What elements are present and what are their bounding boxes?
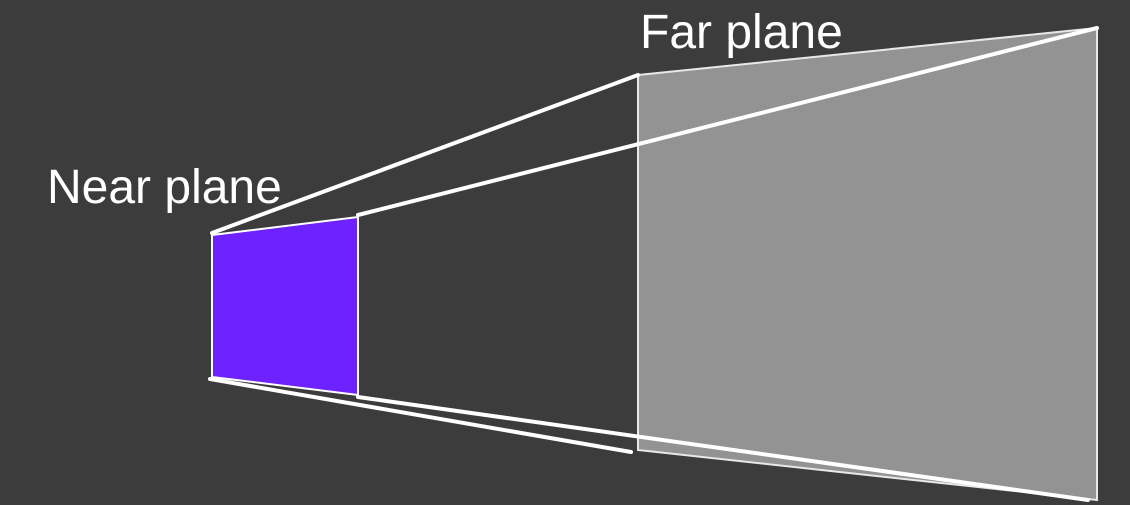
near-plane-label: Near plane — [47, 161, 282, 214]
far-plane-label: Far plane — [640, 6, 843, 59]
far-plane — [637, 26, 1098, 502]
frustum-edge-top-left — [210, 73, 640, 235]
near-plane — [211, 215, 359, 397]
frustum-edge-bottom-left — [208, 377, 633, 454]
frustum-edge-top-right — [356, 26, 1099, 217]
frustum-edge-bottom-right — [356, 395, 1090, 502]
